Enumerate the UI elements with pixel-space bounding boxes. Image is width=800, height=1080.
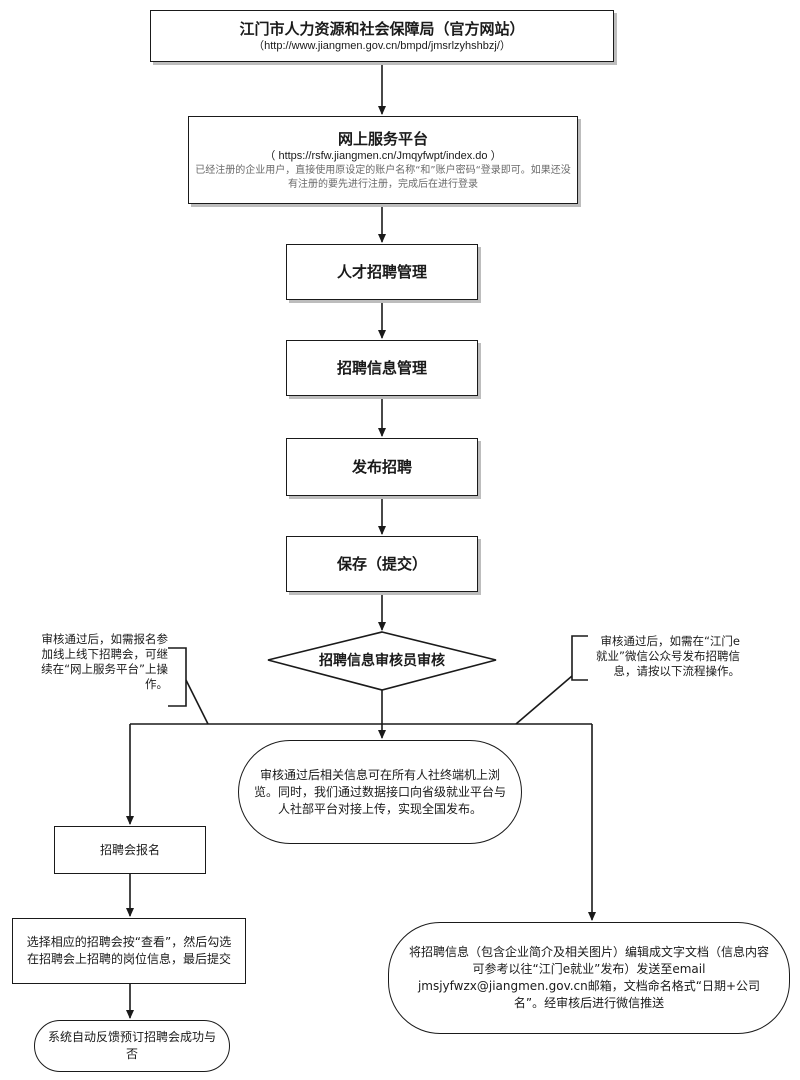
after-review-info-text: 审核通过后相关信息可在所有人社终端机上浏览。同时，我们通过数据接口向省级就业平台… — [253, 767, 506, 816]
left-note-bracket — [168, 647, 187, 707]
hrss-bureau-title: 江门市人力资源和社会保障局（官方网站） — [239, 19, 525, 38]
box-publish-recruit: 发布招聘 — [286, 438, 478, 496]
online-platform-title: 网上服务平台 — [337, 129, 428, 148]
auditor-review-label: 招聘信息审核员审核 — [319, 653, 445, 669]
box-email-submit: 将招聘信息（包含企业简介及相关图片）编辑成文字文档（信息内容可参考以往“江门e就… — [388, 922, 790, 1034]
job-fair-signup-label: 招聘会报名 — [99, 842, 160, 857]
left-annotation: 审核通过后，如需报名参加线上线下招聘会，可继续在“网上服务平台”上操作。 — [40, 632, 168, 692]
right-note-leader — [515, 675, 573, 725]
box-save-submit: 保存（提交） — [286, 536, 478, 592]
select-job-fair-text: 选择相应的招聘会按“查看”，然后勾选在招聘会上招聘的岗位信息，最后提交 — [26, 935, 232, 966]
email-submit-text: 将招聘信息（包含企业简介及相关图片）编辑成文字文档（信息内容可参考以往“江门e就… — [408, 945, 769, 1010]
recruit-info-mgmt-label: 招聘信息管理 — [336, 359, 427, 377]
box-hrss-bureau: 江门市人力资源和社会保障局（官方网站） （http://www.jiangmen… — [150, 10, 614, 62]
right-note-bracket — [571, 635, 588, 681]
box-talent-recruit-mgmt: 人才招聘管理 — [286, 244, 478, 300]
right-annotation: 审核通过后，如需在“江门e就业”微信公众号发布招聘信息，请按以下流程操作。 — [590, 634, 740, 679]
box-online-platform: 网上服务平台 （ https://rsfw.jiangmen.cn/Jmqyfw… — [188, 116, 578, 204]
online-platform-url: （ https://rsfw.jiangmen.cn/Jmqyfwpt/inde… — [264, 149, 502, 162]
box-recruit-info-mgmt: 招聘信息管理 — [286, 340, 478, 396]
hrss-bureau-url: （http://www.jiangmen.gov.cn/bmpd/jmsrlzy… — [253, 39, 511, 52]
box-after-review-info: 审核通过后相关信息可在所有人社终端机上浏览。同时，我们通过数据接口向省级就业平台… — [238, 740, 522, 844]
left-note-leader — [185, 679, 209, 725]
box-select-job-fair: 选择相应的招聘会按“查看”，然后勾选在招聘会上招聘的岗位信息，最后提交 — [12, 918, 246, 984]
save-submit-label: 保存（提交） — [336, 555, 427, 573]
box-job-fair-signup: 招聘会报名 — [54, 826, 206, 874]
auto-feedback-text: 系统自动反馈预订招聘会成功与否 — [47, 1030, 216, 1061]
box-auto-feedback: 系统自动反馈预订招聘会成功与否 — [34, 1020, 230, 1072]
talent-recruit-mgmt-label: 人才招聘管理 — [336, 263, 427, 281]
publish-recruit-label: 发布招聘 — [351, 458, 412, 476]
online-platform-note: 已经注册的企业用户，直接使用原设定的账户名称“和”账户密码“登录即可。如果还没有… — [195, 164, 571, 190]
